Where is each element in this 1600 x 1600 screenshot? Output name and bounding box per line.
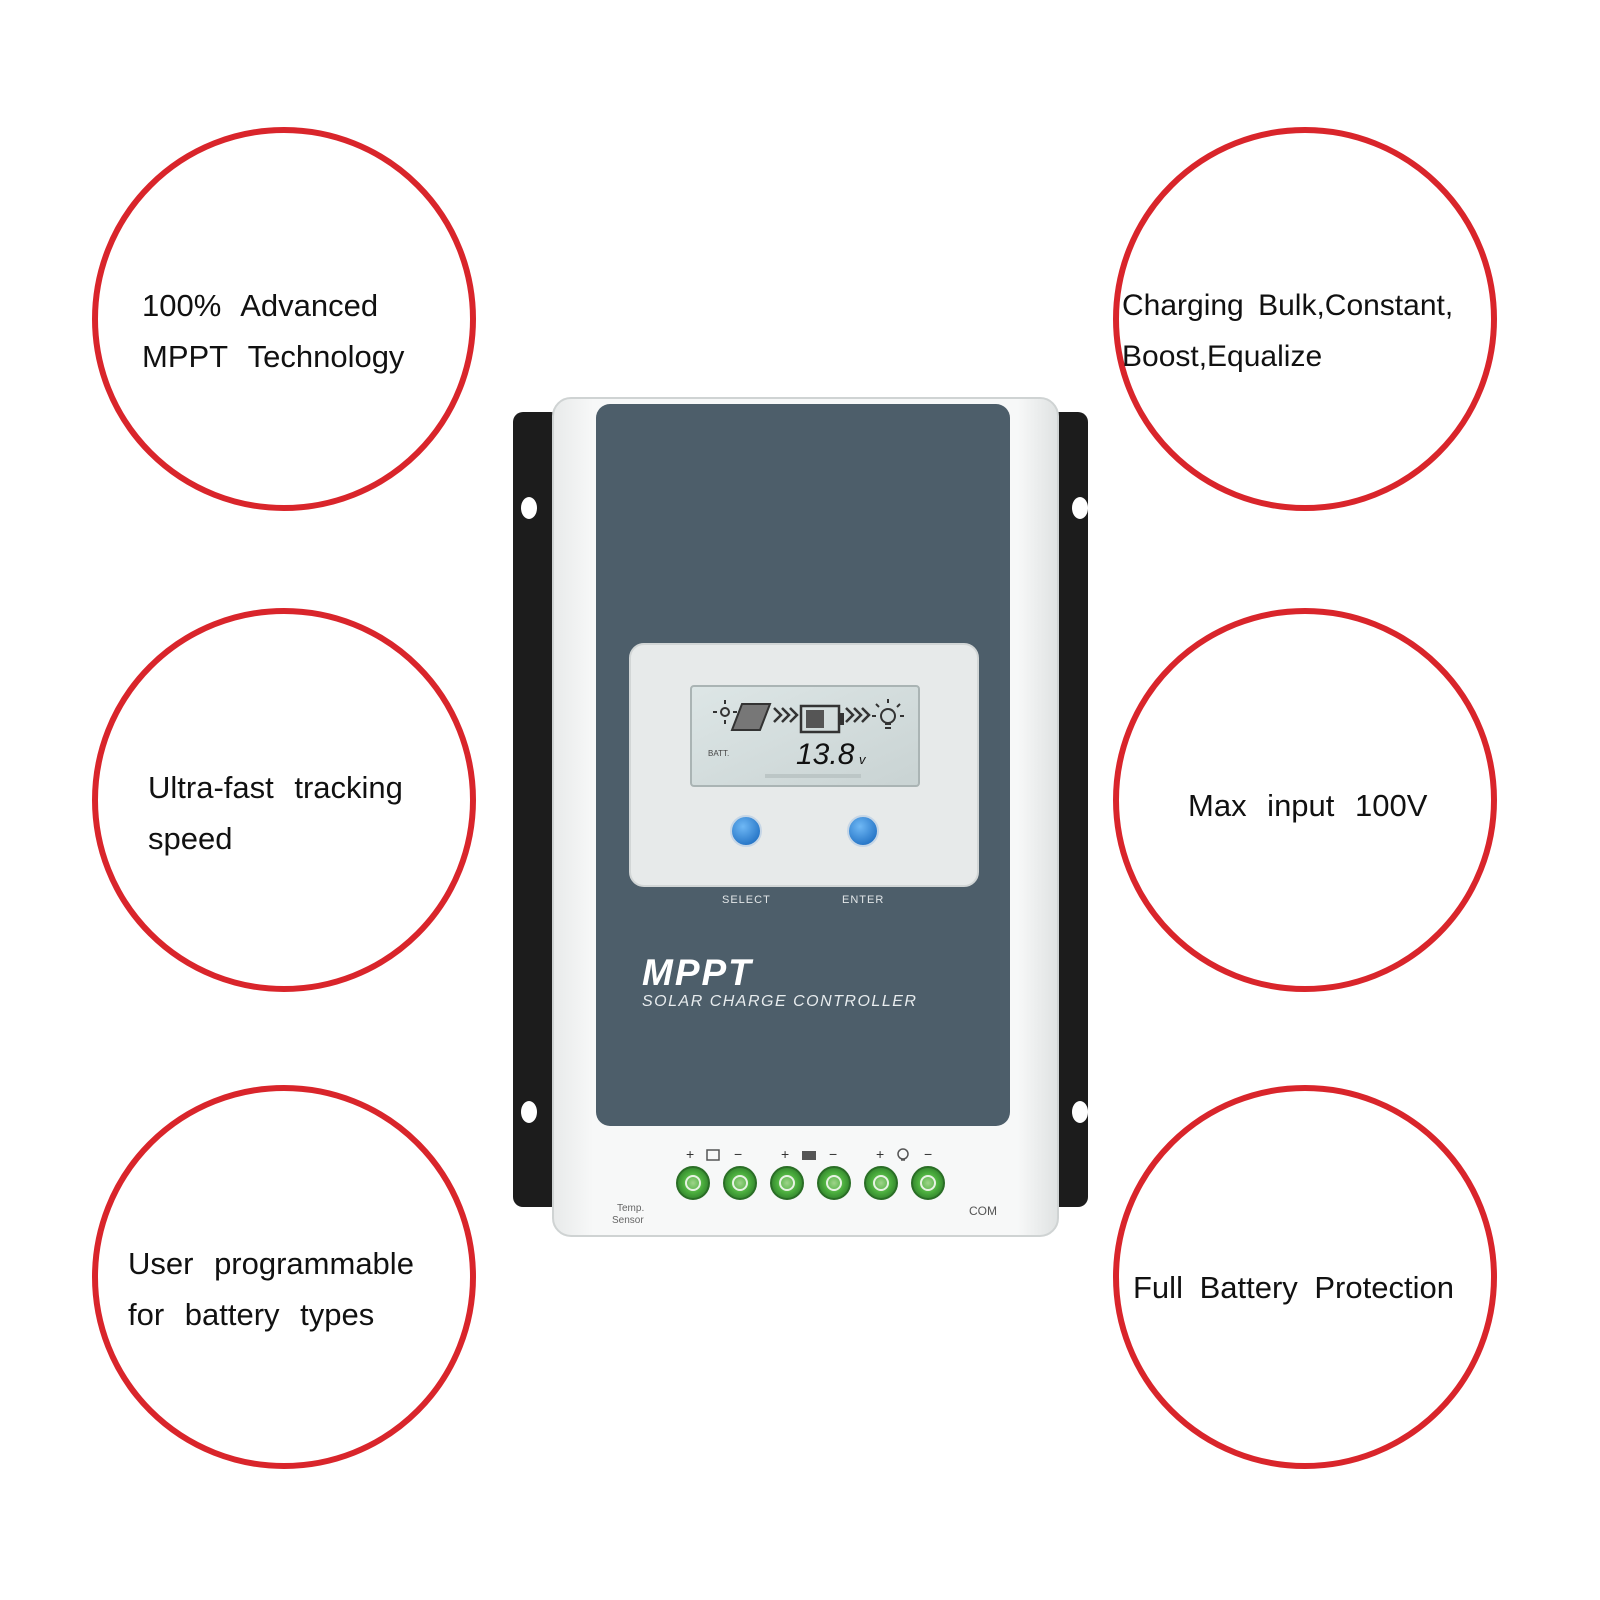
feature-line: 100% Advanced xyxy=(142,288,379,323)
terminal-screw xyxy=(770,1166,804,1200)
lcd-voltage-readout: 13.8 xyxy=(796,738,855,771)
load-terminal-icon xyxy=(897,1148,909,1161)
terminal-screws xyxy=(676,1166,945,1200)
temp-sensor-label: Temp. xyxy=(617,1203,644,1214)
feature-line: MPPT Technology xyxy=(142,339,405,374)
terminal-screw xyxy=(676,1166,710,1200)
feature-circle-max-input xyxy=(1113,608,1497,992)
arrows-icon xyxy=(773,707,799,723)
feature-circle-user-programmable xyxy=(92,1085,476,1469)
feature-text-charging-stages: Charging Bulk,Constant, Boost,Equalize xyxy=(1122,280,1453,382)
enter-button[interactable] xyxy=(847,815,879,847)
terminal-screw xyxy=(911,1166,945,1200)
temp-sensor-label: Sensor xyxy=(612,1215,644,1226)
feature-circle-charging-stages xyxy=(1113,127,1497,511)
feature-line: Max input 100V xyxy=(1188,788,1428,823)
feature-line: Ultra-fast tracking xyxy=(148,770,403,805)
feature-text-battery-protection: Full Battery Protection xyxy=(1133,1262,1454,1313)
terminal-screw xyxy=(723,1166,757,1200)
feature-circle-advanced-mppt xyxy=(92,127,476,511)
feature-line: Boost,Equalize xyxy=(1122,340,1323,373)
battery-icon xyxy=(799,704,844,734)
terminal-plus-label: + xyxy=(686,1146,694,1162)
feature-line: User programmable xyxy=(128,1246,414,1281)
terminal-minus-label: − xyxy=(924,1146,932,1162)
terminal-screw xyxy=(864,1166,898,1200)
terminal-minus-label: − xyxy=(829,1146,837,1162)
feature-line: for battery types xyxy=(128,1297,375,1332)
terminal-plus-label: + xyxy=(876,1146,884,1162)
battery-terminal-icon xyxy=(802,1151,816,1160)
lcd-voltage-unit: v xyxy=(859,752,867,767)
solar-panel-icon xyxy=(713,700,772,731)
feature-text-max-input: Max input 100V xyxy=(1188,780,1427,831)
brand-subtitle: SOLAR CHARGE CONTROLLER xyxy=(642,993,917,1010)
terminal-labels: + − + − + − xyxy=(686,1146,932,1162)
feature-line: Charging Bulk,Constant, xyxy=(1122,289,1454,322)
brand-logo: MPPT xyxy=(642,952,754,993)
lcd-batt-label: BATT. xyxy=(708,749,729,758)
feature-circle-battery-protection xyxy=(1113,1085,1497,1469)
feature-text-advanced-mppt: 100% Advanced MPPT Technology xyxy=(142,280,404,382)
select-button-label: SELECT xyxy=(722,894,771,906)
terminal-plus-label: + xyxy=(781,1146,789,1162)
light-bulb-icon xyxy=(872,699,904,729)
feature-text-user-programmable: User programmable for battery types xyxy=(128,1238,414,1340)
feature-line: Full Battery Protection xyxy=(1133,1270,1454,1305)
mounting-flange-left xyxy=(513,412,561,1207)
lcd-bottom-segment xyxy=(765,774,861,778)
com-label: COM xyxy=(969,1204,997,1218)
pv-terminal-icon xyxy=(706,1149,720,1161)
feature-text-tracking-speed: Ultra-fast tracking speed xyxy=(148,762,403,864)
feature-line: speed xyxy=(148,821,233,856)
terminal-screw xyxy=(817,1166,851,1200)
feature-circle-tracking-speed xyxy=(92,608,476,992)
terminal-minus-label: − xyxy=(734,1146,742,1162)
select-button[interactable] xyxy=(730,815,762,847)
arrows-icon xyxy=(845,707,871,723)
enter-button-label: ENTER xyxy=(842,894,884,906)
